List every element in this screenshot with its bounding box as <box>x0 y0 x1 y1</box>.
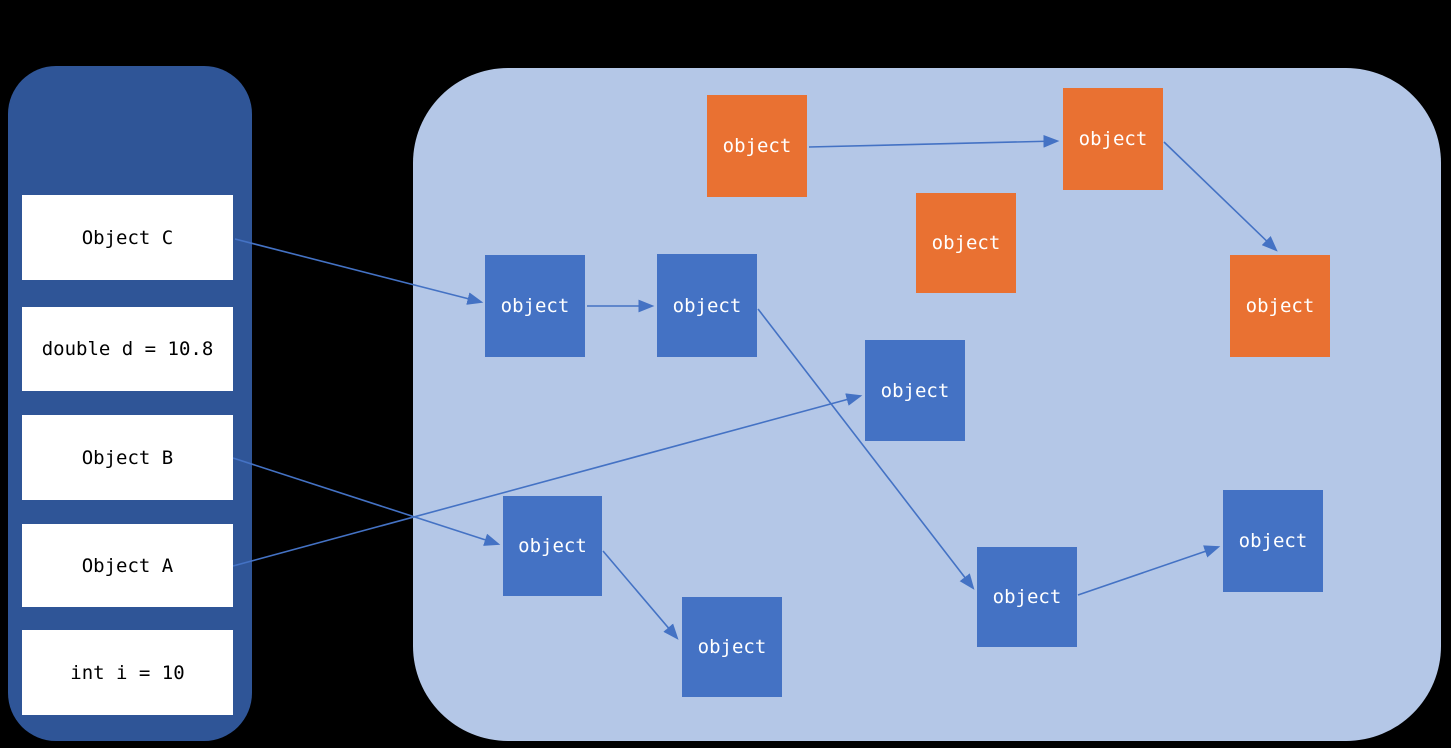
stack-panel <box>8 66 252 741</box>
heap-object-blue-7: object <box>1223 490 1323 592</box>
arrow-object-a-to-blue3 <box>232 393 863 567</box>
heap-object-blue-4: object <box>503 496 602 596</box>
heap-object-blue-5: object <box>682 597 782 697</box>
arrow-orange1-to-orange2 <box>808 134 1060 148</box>
heap-object-blue-2: object <box>657 254 757 357</box>
heap-object-orange-2: object <box>1063 88 1163 190</box>
heap-object-orange-1: object <box>707 95 807 197</box>
heap-object-blue-1: object <box>485 255 585 357</box>
arrow-blue4-to-blue5 <box>602 550 679 640</box>
arrow-blue2-to-blue6 <box>757 308 975 590</box>
stack-box-double-d: double d = 10.8 <box>22 307 233 391</box>
stack-box-object-b: Object B <box>22 415 233 500</box>
heap-object-blue-6: object <box>977 547 1077 647</box>
stack-box-object-c: Object C <box>22 195 233 280</box>
stack-box-object-a: Object A <box>22 524 233 607</box>
arrow-object-c-to-blue1 <box>234 238 484 305</box>
arrow-object-b-to-blue4 <box>232 457 501 546</box>
stack-box-int-i: int i = 10 <box>22 630 233 715</box>
heap-object-orange-3: object <box>916 193 1016 293</box>
heap-object-blue-3: object <box>865 340 965 441</box>
heap-object-orange-4: object <box>1230 255 1330 357</box>
arrow-blue6-to-blue7 <box>1077 545 1221 596</box>
arrow-orange2-to-orange4 <box>1163 141 1278 252</box>
